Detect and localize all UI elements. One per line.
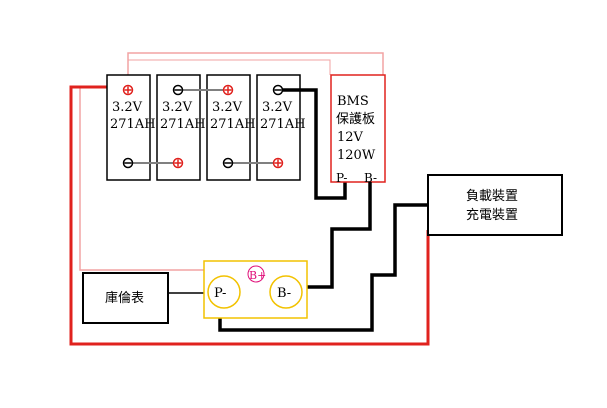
cell-2-negative-terminal xyxy=(172,84,184,96)
cell-3-capacity: 271AH xyxy=(210,117,256,132)
shunt-b-minus: B- xyxy=(277,286,291,301)
cell-1-negative-terminal xyxy=(122,157,134,169)
cell-4-negative-terminal xyxy=(272,84,284,96)
cell-4-voltage: 3.2V xyxy=(262,100,293,115)
cell-3-negative-terminal xyxy=(222,157,234,169)
load-negative-wire xyxy=(218,203,428,332)
b-plus-marker xyxy=(247,265,265,283)
shunt-sense-wire xyxy=(79,86,204,271)
cell-3-positive-terminal xyxy=(222,84,234,96)
shunt-b-plus: B+ xyxy=(249,269,266,282)
bms-terminal-p: P- xyxy=(336,171,347,185)
load-charger-box xyxy=(427,174,563,236)
cell-4-positive-terminal xyxy=(272,157,284,169)
coulomb-meter-box xyxy=(82,272,169,324)
cell-1-capacity: 271AH xyxy=(110,117,156,132)
bms-voltage: 12V xyxy=(337,130,364,145)
bms-title: BMS xyxy=(337,94,369,109)
bms-terminal-b: B- xyxy=(364,171,377,185)
p-minus-load-wire xyxy=(300,182,372,289)
shunt-module xyxy=(203,260,308,319)
cell-3-voltage: 3.2V xyxy=(212,100,243,115)
main-positive-wire xyxy=(69,85,430,346)
balance-wire-2 xyxy=(128,59,331,75)
b-minus-wire xyxy=(278,88,347,200)
cell-1-voltage: 3.2V xyxy=(112,100,143,115)
balance-wire xyxy=(127,52,384,85)
cell-4-capacity: 271AH xyxy=(260,117,306,132)
charger-label: 充電裝置 xyxy=(466,207,518,223)
cell-2-voltage: 3.2V xyxy=(162,100,193,115)
bms-power: 120W xyxy=(337,148,376,163)
bms-subtitle: 保護板 xyxy=(336,111,375,127)
coulomb-meter-label: 庫倫表 xyxy=(105,291,144,306)
cell-1-positive-terminal xyxy=(122,84,134,96)
shunt-p-minus: P- xyxy=(214,286,226,301)
load-label: 負載裝置 xyxy=(466,189,518,204)
cell-2-positive-terminal xyxy=(172,157,184,169)
bms-board xyxy=(330,74,386,183)
cell-2-capacity: 271AH xyxy=(160,117,206,132)
